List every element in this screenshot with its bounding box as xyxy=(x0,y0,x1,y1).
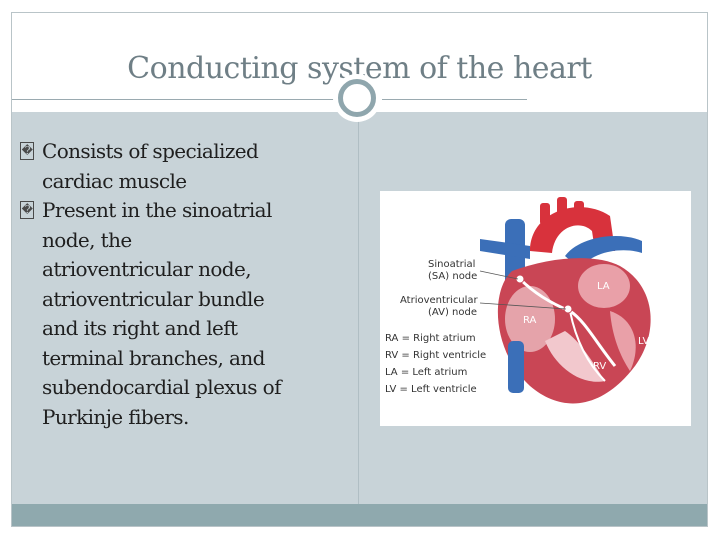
title-rule-right xyxy=(382,99,527,100)
inferior-vena-cava-shape xyxy=(508,341,524,393)
pulmonary-artery-left-shape xyxy=(480,239,530,259)
right-atrium-shape xyxy=(505,286,555,352)
aortic-branch-shape xyxy=(557,197,567,219)
left-atrium-shape xyxy=(578,264,630,308)
title-rule-left xyxy=(12,99,338,100)
aortic-branch-shape xyxy=(540,203,550,225)
la-label: LA xyxy=(597,281,610,292)
bullet-line: cardiac muscle xyxy=(42,168,187,193)
ra-label: RA xyxy=(523,315,537,326)
heart-diagram: Sinoatrial (SA) node Atrioventricular (A… xyxy=(385,197,651,404)
bullet-line: subendocardial plexus of xyxy=(42,375,282,399)
bullet-item: � Consists of specialized cardiac muscle xyxy=(20,137,350,196)
bullet-line: atrioventricular bundle xyxy=(42,286,265,311)
bullet-list: � Consists of specialized cardiac muscle… xyxy=(20,137,350,432)
sa-node-label: (SA) node xyxy=(428,271,477,282)
bullet-marker-icon: � xyxy=(20,142,34,160)
bullet-line: atrioventricular node, xyxy=(42,257,252,281)
av-node-label: Atrioventricular xyxy=(400,295,479,306)
av-node-label: (AV) node xyxy=(428,307,477,318)
bullet-item: � Present in the sinoatrial node, the at… xyxy=(20,196,350,432)
bullet-line: Consists of specialized xyxy=(42,139,259,163)
heart-diagram-figure: Sinoatrial (SA) node Atrioventricular (A… xyxy=(380,191,691,426)
title-circle-ornament xyxy=(338,79,376,117)
sa-node-label: Sinoatrial xyxy=(428,259,475,270)
rv-label: RV xyxy=(593,361,606,372)
right-ventricle-shape xyxy=(545,331,605,382)
bullet-marker-icon: � xyxy=(20,201,34,219)
bullet-line: Present in the sinoatrial xyxy=(42,198,272,222)
legend-item: RA = Right atrium xyxy=(385,333,476,344)
footer-bar xyxy=(12,504,707,526)
legend-item: LA = Left atrium xyxy=(385,367,467,378)
lv-label: LV xyxy=(638,336,649,347)
bullet-line: terminal branches, and xyxy=(42,345,265,370)
legend-item: RV = Right ventricle xyxy=(385,350,486,361)
bullet-line: Purkinje fibers. xyxy=(42,404,189,429)
sa-node-marker xyxy=(515,274,525,284)
legend-item: LV = Left ventricle xyxy=(385,384,477,395)
bullet-line: and its right and left xyxy=(42,316,238,340)
bullet-line: node, the xyxy=(42,227,132,252)
sa-leader-line xyxy=(479,270,519,280)
slide-frame xyxy=(11,12,708,527)
av-leader-line xyxy=(479,302,567,310)
left-ventricle-shape xyxy=(610,311,636,371)
aortic-branch-shape xyxy=(574,201,584,221)
column-divider xyxy=(358,112,359,504)
conduction-branch-shape xyxy=(569,310,606,382)
